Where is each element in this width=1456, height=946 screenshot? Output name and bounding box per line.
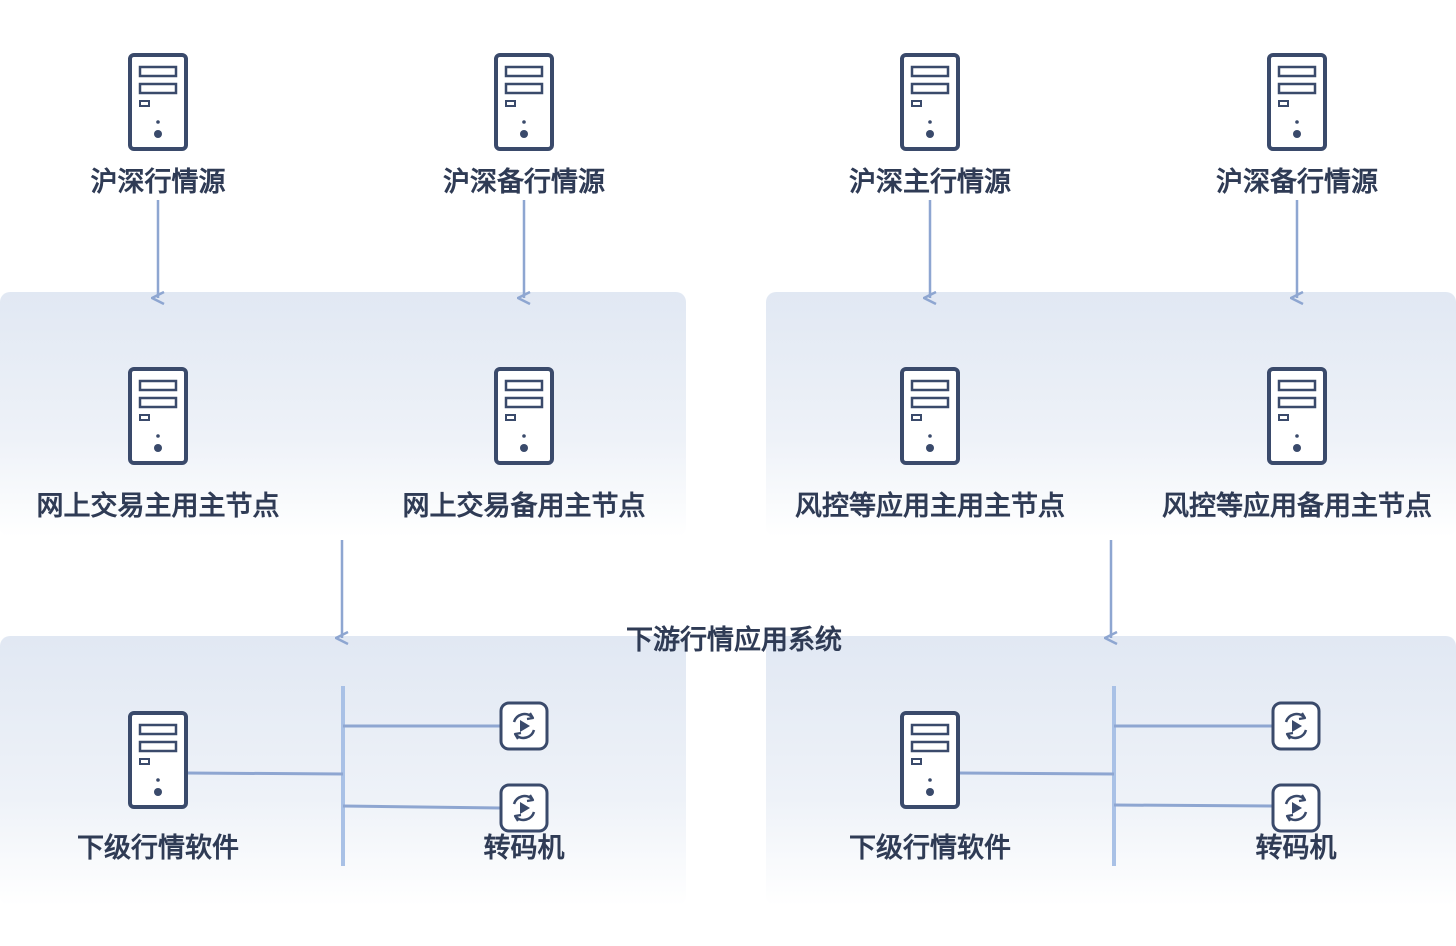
panel-risk-control bbox=[766, 292, 1456, 537]
software-label: 下级行情软件 bbox=[849, 833, 1011, 864]
source-label: 沪深行情源 bbox=[90, 167, 226, 198]
source-label: 沪深备行情源 bbox=[443, 167, 605, 198]
transcoder-icon bbox=[1271, 701, 1321, 751]
server-icon bbox=[900, 711, 960, 809]
server-icon bbox=[128, 53, 188, 151]
transcoder-icon bbox=[1271, 783, 1321, 833]
node-label: 网上交易备用主节点 bbox=[402, 491, 646, 522]
server-icon bbox=[494, 53, 554, 151]
transcoder-icon bbox=[499, 701, 549, 751]
transcoder-label: 转码机 bbox=[483, 833, 565, 864]
server-icon bbox=[494, 367, 554, 465]
panel-web-trading bbox=[0, 292, 686, 537]
link-software-right bbox=[957, 771, 1115, 776]
server-icon bbox=[900, 53, 960, 151]
link-transcoder-right-2 bbox=[1113, 803, 1273, 808]
server-icon bbox=[900, 367, 960, 465]
downstream-title: 下游行情应用系统 bbox=[626, 625, 842, 656]
server-icon bbox=[128, 367, 188, 465]
source-label: 沪深备行情源 bbox=[1216, 167, 1378, 198]
link-transcoder-left-2 bbox=[342, 804, 501, 810]
source-label: 沪深主行情源 bbox=[849, 167, 1011, 198]
node-label: 网上交易主用主节点 bbox=[36, 491, 280, 522]
server-icon bbox=[1267, 53, 1327, 151]
server-icon bbox=[1267, 367, 1327, 465]
panel-downstream-right bbox=[766, 636, 1456, 906]
link-software-left bbox=[185, 771, 344, 776]
software-label: 下级行情软件 bbox=[77, 833, 239, 864]
node-label: 风控等应用备用主节点 bbox=[1162, 491, 1432, 522]
node-label: 风控等应用主用主节点 bbox=[795, 491, 1065, 522]
transcoder-label: 转码机 bbox=[1255, 833, 1337, 864]
transcoder-icon bbox=[499, 783, 549, 833]
server-icon bbox=[128, 711, 188, 809]
